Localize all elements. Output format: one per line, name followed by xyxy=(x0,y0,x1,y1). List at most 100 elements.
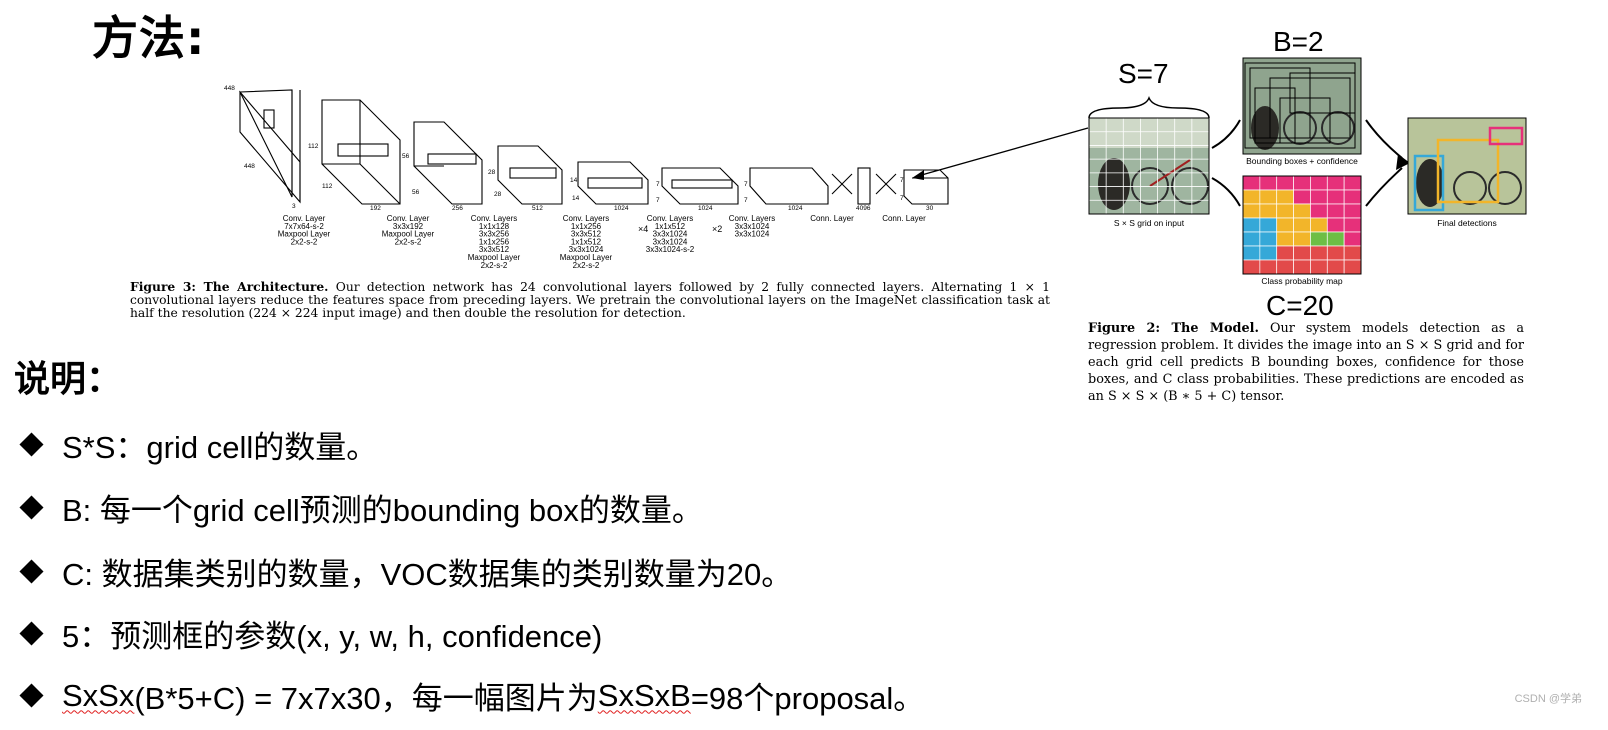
block3-dim-w: 28 xyxy=(494,191,502,198)
bullet-item: C: 数据集类别的数量，VOC数据集的类别数量为20。 xyxy=(18,549,792,594)
bbox-caption: Bounding boxes + confidence xyxy=(1246,156,1358,166)
class-map-cell xyxy=(1259,259,1278,275)
block1-dim-h: 112 xyxy=(308,143,319,150)
csdn-watermark: CSDN @学弟 xyxy=(1514,693,1582,705)
class-map-cell xyxy=(1326,259,1345,275)
class-map-cell xyxy=(1293,175,1311,191)
block2-dim-h: 56 xyxy=(402,153,410,160)
class-map-cell xyxy=(1326,231,1345,247)
diamond-bullet-icon xyxy=(19,495,44,520)
class-map-cell xyxy=(1310,189,1328,205)
diamond-bullet-icon xyxy=(19,683,44,708)
class-map-cell xyxy=(1242,203,1261,219)
block4-dim-c: 1024 xyxy=(614,205,629,212)
figure3-caption-text: Our detection network has 24 convolution… xyxy=(130,280,1050,320)
class-map-cell xyxy=(1310,259,1328,275)
bullet-item: 5：预测框的参数(x, y, w, h, confidence) xyxy=(18,611,602,656)
class-map-cell xyxy=(1326,203,1345,219)
diamond-bullet-icon xyxy=(19,559,44,584)
bullet-text-sxsx: SxSx xyxy=(62,677,135,713)
class-map-cell xyxy=(1343,189,1362,205)
class-map-cell xyxy=(1310,203,1328,219)
class-map-cell xyxy=(1293,231,1311,247)
figure2-caption-text: Our system models detection as a regress… xyxy=(1088,321,1524,404)
bullet-text-sxsxb: SxSxB xyxy=(597,677,691,713)
bullet-item: B: 每一个grid cell预测的bounding box的数量。 xyxy=(18,485,703,530)
class-map-cell xyxy=(1343,245,1362,261)
figure3-caption: Figure 3: The Architecture. Our detectio… xyxy=(130,280,1050,320)
slide-title: 方法: xyxy=(92,11,206,65)
block6-dim-w: 7 xyxy=(744,197,748,204)
block3-dim-c: 512 xyxy=(532,205,543,212)
class-map-cell xyxy=(1276,203,1294,219)
class-map-cell xyxy=(1259,217,1278,233)
block2-dim-c: 256 xyxy=(452,205,463,212)
architecture-figure: 448 448 3 112 112 192 56 56 256 28 28 51… xyxy=(224,85,949,270)
output-dim-h: 7 xyxy=(900,177,904,184)
bullet-item: S*S：grid cell的数量。 xyxy=(18,422,377,467)
bullet-text: C: 数据集类别的数量，VOC数据集的类别数量为20。 xyxy=(62,557,793,592)
class-map-cell xyxy=(1259,203,1278,219)
class-map-cell xyxy=(1276,259,1294,275)
class-map-cell xyxy=(1293,203,1311,219)
class-map-cell xyxy=(1343,217,1362,233)
class-map-cell xyxy=(1310,175,1328,191)
class-map-cell xyxy=(1259,245,1278,261)
class-map-cell xyxy=(1242,189,1261,205)
output-dim-c: 30 xyxy=(926,205,934,212)
figure2-caption-title: Figure 2: The Model. xyxy=(1088,321,1259,336)
block5-dim-w: 7 xyxy=(656,197,660,204)
block6-dim-c: 1024 xyxy=(788,205,803,212)
input-dim-h: 448 xyxy=(224,85,235,92)
block5-dim-h: 7 xyxy=(656,181,660,188)
class-map-cell xyxy=(1343,259,1362,275)
input-dim-w: 448 xyxy=(244,163,255,170)
section-heading: 说明： xyxy=(14,359,123,400)
class-map-cell xyxy=(1242,231,1261,247)
repeat-x4: ×4 xyxy=(638,224,648,234)
class-map-cell xyxy=(1343,203,1362,219)
fc1-value: 4096 xyxy=(856,205,871,212)
class-map-cell xyxy=(1242,245,1261,261)
block2-dim-w: 56 xyxy=(412,189,420,196)
class-map-cell xyxy=(1293,217,1311,233)
class-map-cell xyxy=(1276,231,1294,247)
block1-dim-w: 112 xyxy=(322,183,333,190)
block6-dim-h: 7 xyxy=(744,181,748,188)
bullet-text-post: =98个proposal。 xyxy=(690,681,925,716)
b-equals-label: B=2 xyxy=(1273,26,1324,57)
final-detections-image xyxy=(1407,117,1527,215)
class-map-cell xyxy=(1326,189,1345,205)
class-probability-map xyxy=(1242,175,1362,275)
class-map-cell xyxy=(1310,231,1328,247)
model-figure: S × S grid on input Bounding boxes + con… xyxy=(1088,57,1527,286)
class-map-cell xyxy=(1242,259,1261,275)
block1-dim-c: 192 xyxy=(370,205,381,212)
class-map-cell xyxy=(1326,217,1345,233)
class-map-cell xyxy=(1326,245,1345,261)
bullet-text: B: 每一个grid cell预测的bounding box的数量。 xyxy=(62,493,703,528)
block4-dim-h: 14 xyxy=(570,177,578,184)
class-map-cell xyxy=(1310,217,1328,233)
diamond-bullet-icon xyxy=(19,621,44,646)
figure2-caption: Figure 2: The Model. Our system models d… xyxy=(1088,320,1524,405)
class-map-cell xyxy=(1242,217,1261,233)
class-map-cell xyxy=(1276,245,1294,261)
output-dim-w: 7 xyxy=(900,195,904,202)
s-equals-label: S=7 xyxy=(1118,58,1169,89)
figure3-caption-title: Figure 3: The Architecture. xyxy=(130,279,329,294)
block3-dim-h: 28 xyxy=(488,169,496,176)
bullet-text: S*S：grid cell的数量。 xyxy=(62,430,378,465)
class-map-cell xyxy=(1276,189,1294,205)
class-map-cell xyxy=(1326,175,1345,191)
bullet-text: 5：预测框的参数(x, y, w, h, confidence) xyxy=(62,619,603,654)
class-map-cell xyxy=(1293,259,1311,275)
class-map-cell xyxy=(1259,231,1278,247)
bounding-boxes-image xyxy=(1242,57,1362,155)
